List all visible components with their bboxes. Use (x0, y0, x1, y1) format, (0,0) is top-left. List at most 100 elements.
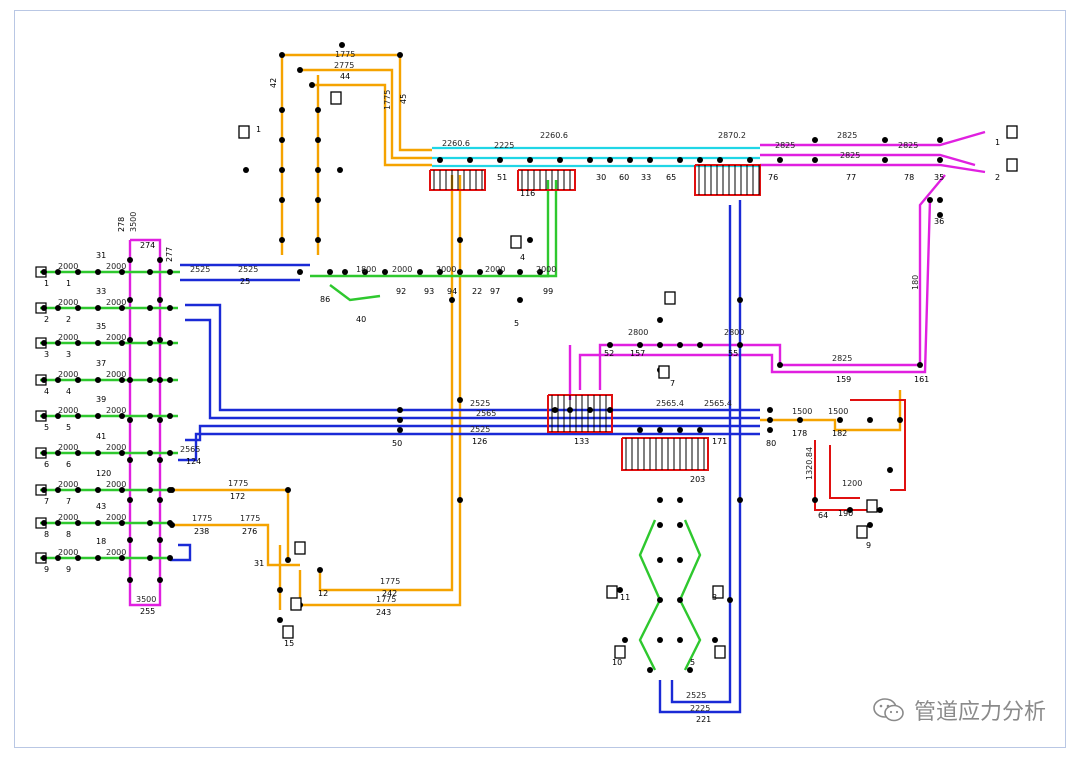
diagram-frame (14, 10, 1066, 748)
row-length-label: 2000 (58, 406, 78, 415)
pipe-node (747, 157, 753, 163)
orange-pipe (318, 175, 454, 592)
magenta-pipe (760, 130, 986, 147)
row-length-label: 2000 (58, 262, 78, 271)
support-symbol (1006, 125, 1018, 139)
anchor-marker (35, 374, 47, 386)
support-symbol (330, 91, 342, 105)
length-label: 2565 (476, 409, 496, 418)
pipe-node (157, 457, 163, 463)
pipe-node (75, 555, 81, 561)
pipe-node (147, 377, 153, 383)
pipe-node (315, 237, 321, 243)
pipe-node (55, 520, 61, 526)
length-label: 1775 (228, 479, 248, 488)
node-number: 94 (447, 287, 457, 296)
pipe-node (55, 555, 61, 561)
pipe-node (647, 667, 653, 673)
pipe-node (95, 520, 101, 526)
node-number: 274 (140, 241, 155, 250)
node-number: 25 (240, 277, 250, 286)
upper-left-labels: 1775 2775 44 1775 45 42 1 3500 278 274 2… (117, 50, 408, 262)
node-number: 2 (995, 173, 1000, 182)
pipe-node (243, 167, 249, 173)
node-number: 243 (376, 608, 391, 617)
length-label: 2225 (494, 141, 514, 150)
pipe-node (279, 237, 285, 243)
row-node-number: 4 (66, 387, 71, 396)
pipe-node (677, 557, 683, 563)
pipe-node (119, 305, 125, 311)
orange-pipe-runs (172, 53, 902, 610)
row-sub-node-number: 41 (96, 432, 106, 441)
pipe-node (55, 340, 61, 346)
node-number: 3 (712, 593, 717, 602)
node-number: 161 (914, 375, 929, 384)
node-number: 35 (934, 173, 944, 182)
orange-pipe (172, 523, 300, 567)
row-sub-node-number: 35 (96, 322, 106, 331)
red-pipe (429, 169, 486, 191)
row-node-number: 8 (44, 530, 49, 539)
pipe-node (607, 407, 613, 413)
pipe-node (119, 555, 125, 561)
row-node-number: 8 (66, 530, 71, 539)
node-number: 99 (543, 287, 553, 296)
pipe-node (657, 637, 663, 643)
pipe-node (339, 42, 345, 48)
length-label: 2525 (238, 265, 258, 274)
row-length-label: 2000 (106, 513, 126, 522)
magenta-pipe (128, 238, 162, 607)
pipe-node (147, 520, 153, 526)
red-pipe (621, 437, 709, 471)
pipe-node (437, 157, 443, 163)
pipe-node (157, 497, 163, 503)
pipe-node (657, 342, 663, 348)
support-symbol (606, 585, 618, 599)
node-markers (127, 42, 1018, 673)
length-label: 2565.4 (656, 399, 684, 408)
pipe-node (95, 377, 101, 383)
cyan-pipe-runs (432, 146, 760, 168)
pipe-node (147, 305, 153, 311)
node-number: 36 (934, 217, 944, 226)
pipe-node (697, 427, 703, 433)
row-sub-node-number: 33 (96, 287, 106, 296)
pipe-node (477, 269, 483, 275)
node-number: 124 (186, 457, 201, 466)
pipe-node (587, 157, 593, 163)
node-number: 5 (690, 658, 695, 667)
pipe-node (637, 427, 643, 433)
pipe-node (75, 305, 81, 311)
pipe-node (327, 269, 333, 275)
row-node-number: 6 (66, 460, 71, 469)
node-number: 76 (768, 173, 778, 182)
node-number: 40 (356, 315, 366, 324)
length-label: 2825 (775, 141, 795, 150)
row-length-label: 2000 (106, 333, 126, 342)
length-label: 2825 (832, 354, 852, 363)
length-label: 2525 (470, 399, 490, 408)
pipe-node (95, 340, 101, 346)
magenta-pipe (760, 153, 976, 167)
pipe-node (55, 377, 61, 383)
node-number: 278 (117, 217, 126, 232)
anchor-marker (35, 517, 47, 529)
node-number: 159 (836, 375, 851, 384)
orange-pipe (282, 53, 432, 152)
length-label: 1500 (792, 407, 812, 416)
pipe-node (317, 567, 323, 573)
length-label: 2525 (190, 265, 210, 274)
length-label: 2525 (686, 691, 706, 700)
pipe-node (95, 269, 101, 275)
anchor-marker (35, 302, 47, 314)
pipe-node (127, 297, 133, 303)
pipe-node (119, 340, 125, 346)
pipe-node (812, 137, 818, 143)
magenta-pipe (578, 199, 932, 390)
pipe-node (449, 297, 455, 303)
row-length-label: 2000 (58, 298, 78, 307)
node-number: 33 (641, 173, 651, 182)
